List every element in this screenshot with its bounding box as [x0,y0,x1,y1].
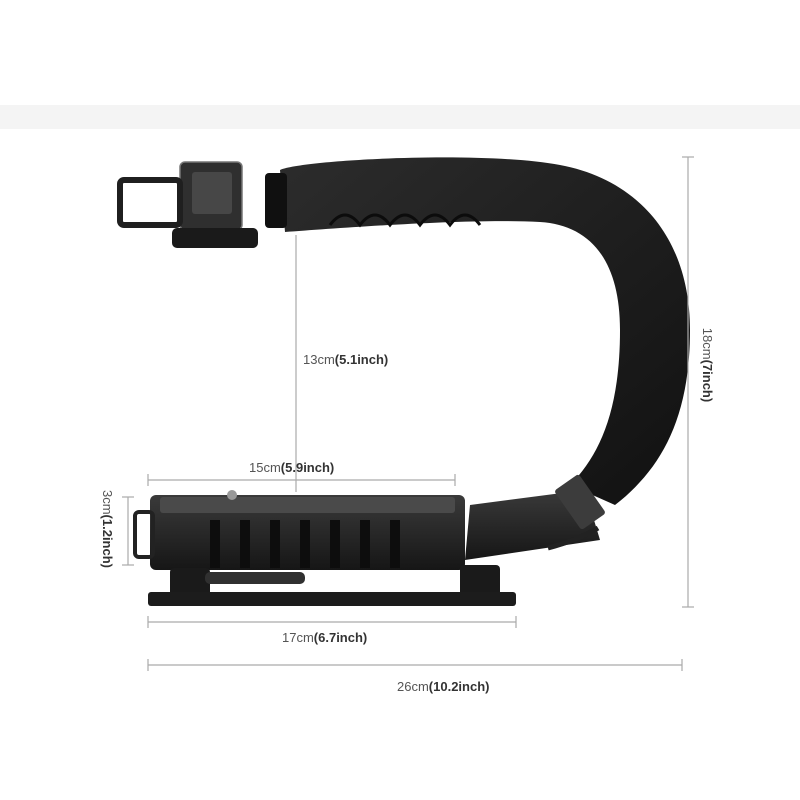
dim-3-cm: 3cm [100,489,116,515]
background-band [0,105,800,129]
dim-13-cm: 13cm [303,352,335,367]
dim-label-17cm: 17cm(6.7inch) [282,630,367,646]
dim-26-inch: (10.2inch) [428,679,490,694]
dim-label-3cm: 3cm(1.2inch) [99,490,115,568]
dim-3-inch: (1.2inch) [100,514,116,569]
dimension-lines [122,156,694,671]
dim-18-inch: (7inch) [700,359,716,403]
dim-15-inch: (5.9inch) [280,460,335,475]
dim-13-inch: (5.1inch) [334,352,389,367]
dim-15-cm: 15cm [249,460,281,475]
dim-label-26cm: 26cm(10.2inch) [397,679,489,695]
dim-17-cm: 17cm [282,630,314,645]
dim-label-13cm: 13cm(5.1inch) [303,352,388,368]
foam-handle [280,157,690,505]
dim-18-cm: 18cm [700,327,716,360]
cold-shoe-mount [117,161,287,248]
connecting-arm [465,474,605,560]
dim-17-inch: (6.7inch) [313,630,368,645]
dim-label-15cm: 15cm(5.9inch) [249,460,334,476]
base-plate [133,490,516,606]
dim-26-cm: 26cm [397,679,429,694]
dim-label-18cm: 18cm(7inch) [699,328,715,402]
